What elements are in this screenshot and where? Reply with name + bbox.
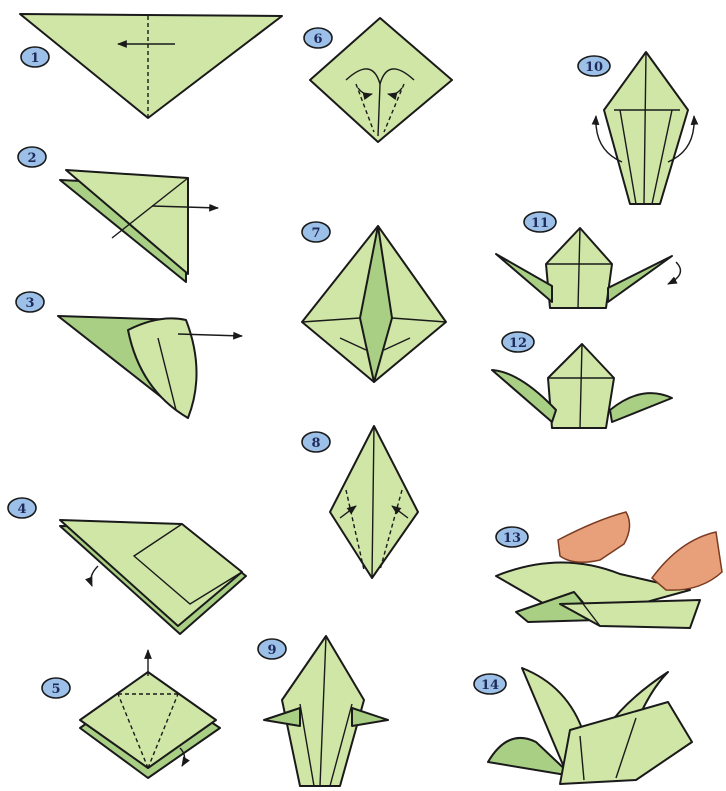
preliminary-base-crease-icon [80,650,220,778]
squash-fold-open-pocket-icon [58,316,242,418]
step-number: 5 [51,682,60,697]
left-hand [558,512,630,562]
folded-triangle-with-arrow-icon [60,170,218,282]
step-14: 14 [474,668,692,784]
crane-with-head-fold-icon [496,228,681,308]
step-number: 14 [481,678,499,693]
step-number: 13 [503,531,521,546]
step-number: 12 [509,336,527,351]
finished-crane-icon [488,668,692,784]
step-number: 11 [531,216,549,231]
step-number: 6 [313,32,322,47]
step-number: 1 [30,51,39,66]
step-number: 4 [17,502,26,517]
step-10: 10 [578,52,694,204]
step-number: 10 [585,60,603,75]
petal-fold-icon [302,226,446,382]
step-number: 7 [311,226,320,241]
step-number: 2 [27,151,36,166]
crane-body-icon [492,344,672,428]
step-number: 8 [311,436,320,451]
step-9: 9 [258,636,388,786]
crane-base-arrows-icon [596,52,694,204]
step-1: 1 [20,14,282,118]
triangle-fold-with-crease-arrow-icon [20,14,282,118]
narrow-diamond-icon [330,426,418,578]
step-number: 3 [25,296,34,311]
step-11: 11 [496,212,681,308]
step-5: 5 [42,650,220,778]
right-hand [652,532,722,590]
square-base-folded-icon [60,520,246,634]
step-4: 4 [8,498,246,634]
step-12: 12 [492,332,672,428]
step-7: 7 [302,222,446,382]
step-13: 13 [496,512,722,628]
step-number: 9 [267,643,276,658]
hands-spreading-wings-icon [496,512,722,628]
step-3: 3 [16,292,242,418]
step-6: 6 [304,18,452,142]
inside-reverse-points-icon [264,636,388,786]
step-8: 8 [302,426,418,578]
step-2: 2 [18,147,218,282]
